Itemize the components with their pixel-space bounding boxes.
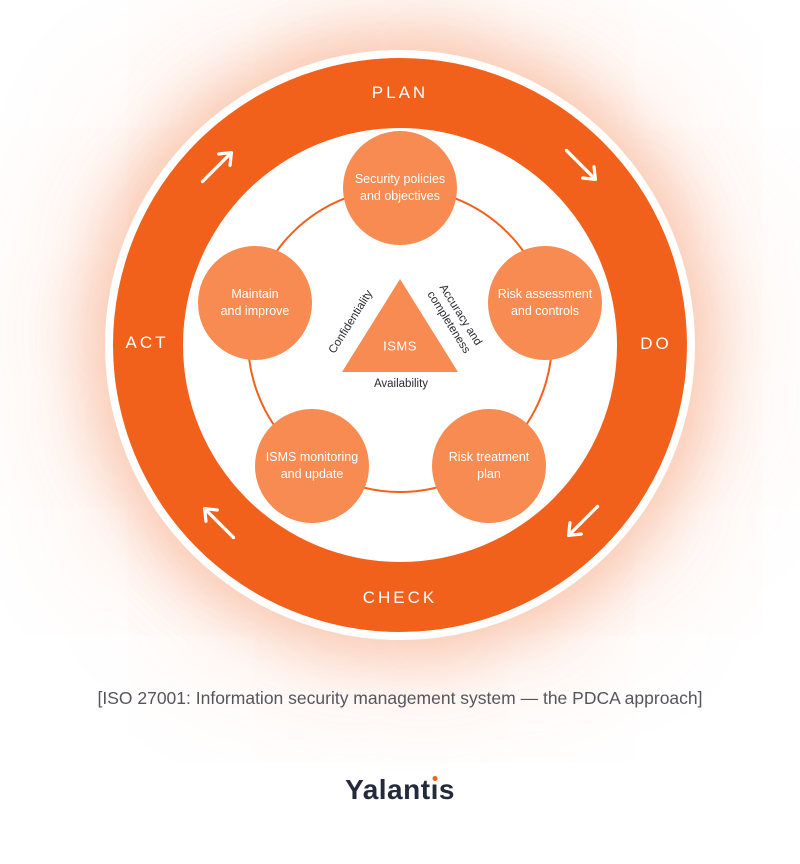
node-label: Risk assessment and controls (497, 286, 593, 319)
figure-caption: [ISO 27001: Information security managem… (97, 688, 703, 708)
node-label: Maintain and improve (220, 286, 290, 319)
triangle-label-availability: Availability (373, 378, 429, 390)
isms-triangle (342, 279, 458, 372)
node-label: Risk treatment plan (448, 449, 530, 482)
arrow-check-to-act-icon (193, 497, 242, 546)
isms-label: ISMS (383, 338, 417, 354)
arrow-plan-to-do-icon (557, 141, 606, 190)
logo-orange-dot-icon (432, 776, 438, 781)
node-maintain-improve: Maintain and improve (198, 246, 312, 360)
logo-letter-i: ı (431, 774, 439, 806)
node-label: ISMS monitoring and update (265, 449, 359, 482)
ring-label-plan: PLAN (371, 83, 429, 102)
node-risk-assessment: Risk assessment and controls (488, 246, 602, 360)
node-label: Security policies and objectives (354, 171, 446, 204)
arrow-act-to-plan-icon (193, 141, 242, 190)
ring-label-act: ACT (125, 333, 169, 352)
logo-text-prefix: Yalant (345, 774, 431, 805)
ring-label-check: CHECK (362, 588, 438, 607)
node-security-policies: Security policies and objectives (343, 131, 457, 245)
logo-text-suffix: s (438, 774, 455, 805)
arrow-do-to-check-icon (557, 497, 606, 546)
node-isms-monitoring: ISMS monitoring and update (255, 409, 369, 523)
node-risk-treatment: Risk treatment plan (432, 409, 546, 523)
ring-label-do: DO (640, 334, 672, 353)
logo-i-base: ı (430, 774, 439, 805)
